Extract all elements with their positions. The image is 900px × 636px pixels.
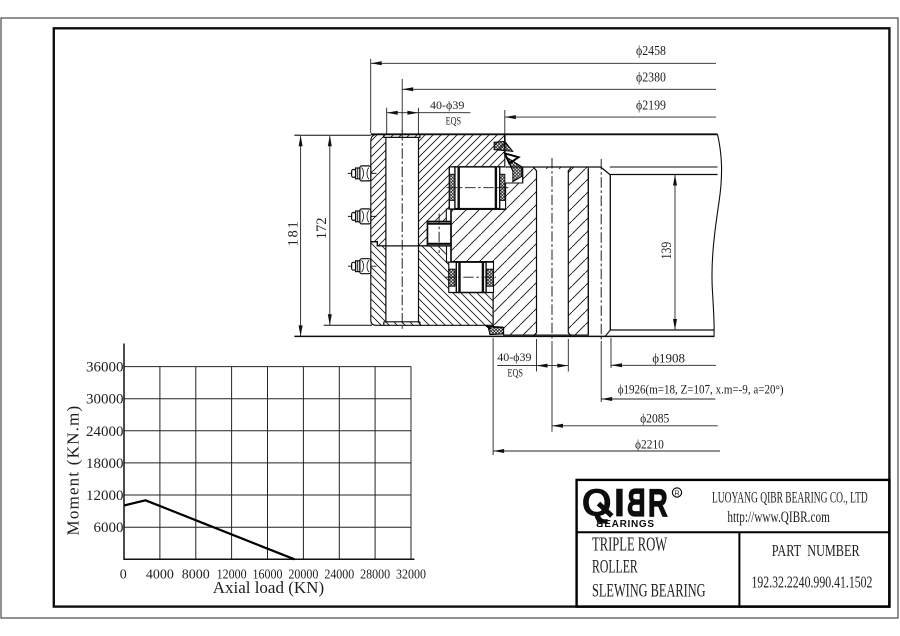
svg-text:28000: 28000 xyxy=(360,566,390,582)
svg-text:R: R xyxy=(674,491,679,498)
svg-text:SLEWING BEARING: SLEWING BEARING xyxy=(592,579,706,602)
svg-text:ϕ1926(m=18, Z=107, x.m=-9, a=2: ϕ1926(m=18, Z=107, x.m=-9, a=20°) xyxy=(618,382,784,397)
svg-text:ϕ2210: ϕ2210 xyxy=(635,437,664,452)
svg-text:R: R xyxy=(648,482,668,525)
svg-text:40-ϕ39: 40-ϕ39 xyxy=(430,98,464,112)
svg-text:24000: 24000 xyxy=(324,566,354,582)
svg-text:ϕ2458: ϕ2458 xyxy=(636,43,666,58)
svg-text:http://www.QIBR.com: http://www.QIBR.com xyxy=(727,508,830,525)
svg-text:ROLLER: ROLLER xyxy=(592,557,638,578)
svg-text:ϕ2380: ϕ2380 xyxy=(636,70,666,85)
svg-text:TRIPLE ROW: TRIPLE ROW xyxy=(592,533,668,556)
svg-text:4000: 4000 xyxy=(146,568,174,583)
svg-text:ϕ2085: ϕ2085 xyxy=(640,411,669,426)
svg-text:18000: 18000 xyxy=(86,456,124,472)
svg-text:LUOYANG QIBR BEARING CO., LTD: LUOYANG QIBR BEARING CO., LTD xyxy=(712,488,868,506)
svg-text:EQS: EQS xyxy=(508,367,524,380)
svg-text:Moment (KN.m): Moment (KN.m) xyxy=(64,405,83,536)
svg-text:ϕ2199: ϕ2199 xyxy=(636,98,666,113)
svg-text:172: 172 xyxy=(314,217,330,239)
svg-text:PART NUMBER: PART NUMBER xyxy=(772,542,860,560)
svg-text:12000: 12000 xyxy=(217,566,247,582)
svg-text:8000: 8000 xyxy=(182,568,210,583)
svg-text:B: B xyxy=(596,519,603,530)
svg-text:139: 139 xyxy=(658,241,674,259)
svg-text:24000: 24000 xyxy=(86,424,124,440)
svg-text:EARINGS: EARINGS xyxy=(604,519,654,530)
svg-text:Q: Q xyxy=(582,482,612,525)
svg-text:16000: 16000 xyxy=(253,566,283,582)
svg-text:Axial load (KN): Axial load (KN) xyxy=(213,578,324,597)
svg-text:36000: 36000 xyxy=(86,360,124,376)
svg-text:I: I xyxy=(614,482,625,525)
svg-text:0: 0 xyxy=(120,568,127,583)
svg-text:20000: 20000 xyxy=(288,566,318,582)
svg-text:32000: 32000 xyxy=(396,566,426,582)
svg-text:6000: 6000 xyxy=(94,520,124,536)
svg-text:181: 181 xyxy=(285,220,301,247)
svg-text:30000: 30000 xyxy=(86,392,124,408)
svg-text:B: B xyxy=(627,482,646,526)
svg-text:192.32.2240.990.41.1502: 192.32.2240.990.41.1502 xyxy=(752,574,873,592)
svg-text:12000: 12000 xyxy=(86,488,124,504)
svg-text:40-ϕ39: 40-ϕ39 xyxy=(497,350,531,364)
svg-text:ϕ1908: ϕ1908 xyxy=(652,350,685,365)
svg-text:EQS: EQS xyxy=(446,115,462,128)
